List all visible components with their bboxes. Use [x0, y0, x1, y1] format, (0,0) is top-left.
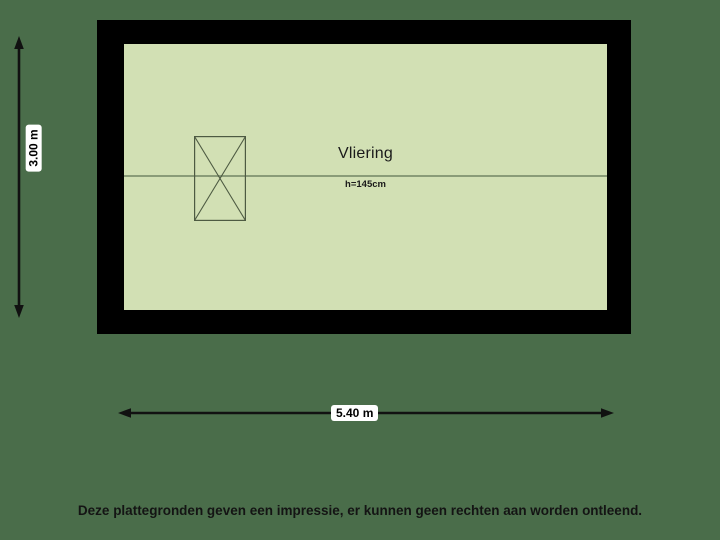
disclaimer-text: Deze plattegronden geven een impressie, … [77, 503, 643, 518]
dimension-line-vertical [8, 36, 30, 318]
hatch-cross-icon [194, 136, 246, 221]
room-height-label: h=145cm [345, 179, 386, 190]
dimension-label-vertical: 3.00 m [25, 124, 42, 172]
stair-hatch-opening [194, 136, 246, 221]
dimension-label-horizontal: 5.40 m [331, 405, 379, 421]
room-label-vliering: Vliering [338, 145, 393, 162]
ridge-line [124, 175, 607, 177]
room-floor-vliering [124, 44, 607, 310]
double-arrow-vertical-icon [14, 36, 24, 318]
